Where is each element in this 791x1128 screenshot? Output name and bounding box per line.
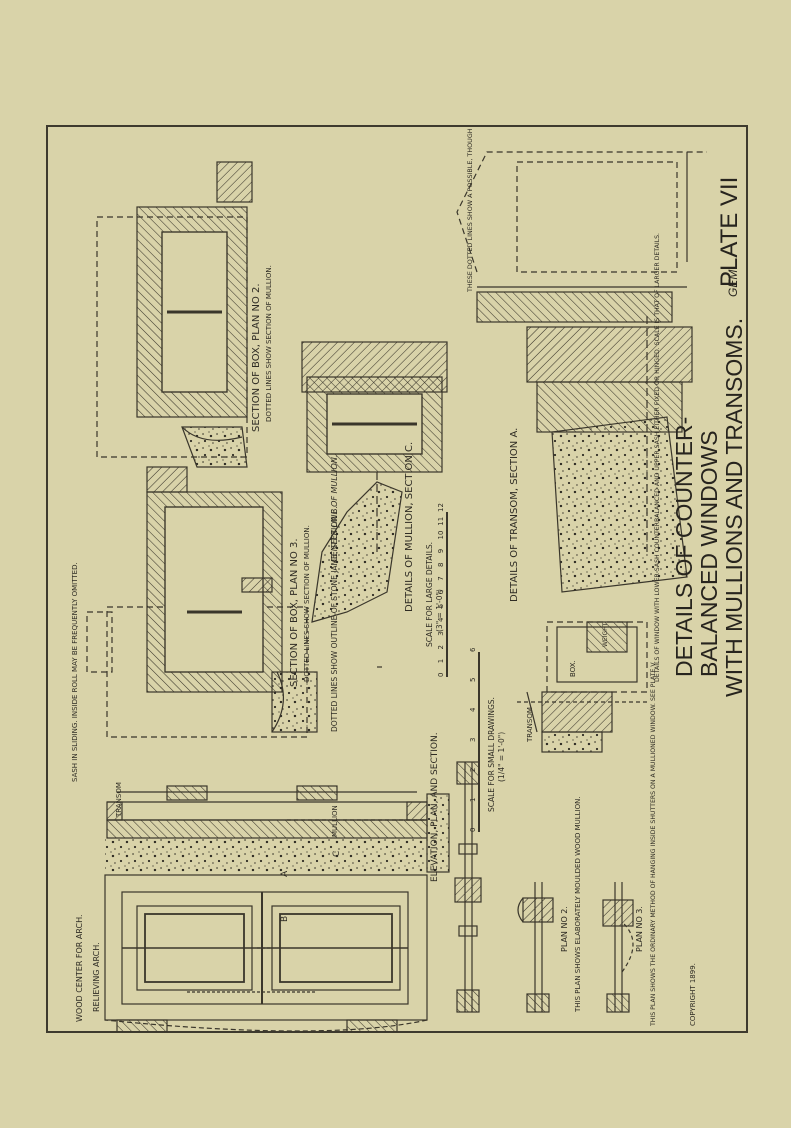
counterbalanced-window-detail bbox=[517, 621, 648, 753]
box-label: BOX. bbox=[569, 660, 577, 677]
plate-initials: GEM bbox=[726, 270, 740, 297]
plate-label: PLATE VII bbox=[716, 177, 743, 287]
mullion-elevation-label: MULLION bbox=[331, 805, 339, 837]
scale-tick-label: 9 bbox=[437, 549, 445, 553]
box-section-plan-2 bbox=[96, 161, 253, 468]
sash-note: SASH IN SLIDING. INSIDE ROLL MAY BE FREQ… bbox=[71, 562, 79, 782]
plan3-title: PLAN NO 3. bbox=[635, 906, 644, 952]
transom-elevation-label: TRANSOM bbox=[115, 782, 123, 818]
mullion-section-c bbox=[301, 341, 448, 623]
box-section-plan-3 bbox=[86, 466, 318, 738]
copyright: COPYRIGHT 1899. bbox=[689, 963, 697, 1026]
vertical-section bbox=[105, 785, 450, 873]
center-line-label: CENTER LINE OF MULLION. bbox=[330, 455, 339, 562]
wood-center-label: WOOD CENTER FOR ARCH. bbox=[75, 914, 84, 1022]
scale-tick-label: 5 bbox=[469, 678, 477, 682]
plate-drawing: RELIEVING ARCH. WOOD CENTER FOR ARCH. TR… bbox=[71, 126, 747, 1032]
title-line-3: WITH MULLIONS AND TRANSOMS. bbox=[721, 318, 747, 697]
scale-small-label: SCALE FOR SMALL DRAWINGS. bbox=[487, 697, 496, 812]
scale-tick-label: 6 bbox=[437, 590, 445, 595]
relieving-arch-label: RELIEVING ARCH. bbox=[92, 942, 101, 1012]
scale-tick-label: 12 bbox=[437, 503, 445, 512]
scale-tick-label: 4 bbox=[469, 707, 477, 712]
scale-tick-label: 1 bbox=[469, 798, 477, 802]
box-section-3-sub: DOTTED LINES SHOW SECTION OF MULLION. bbox=[303, 525, 311, 682]
transom-section-a bbox=[456, 151, 707, 593]
window-detail-note: DETAILS OF WINDOW WITH LOWER SASH COUNTE… bbox=[654, 233, 661, 682]
scale-tick-label: 3 bbox=[469, 738, 477, 742]
scale-tick-label: 7 bbox=[437, 576, 445, 580]
mark-a: A bbox=[280, 870, 290, 877]
scale-small-ratio: (1/4" = 1'-0") bbox=[497, 732, 506, 782]
plan2-note: THIS PLAN SHOWS ELABORATELY MOULDED WOOD… bbox=[574, 796, 582, 1013]
mark-b: B bbox=[280, 916, 290, 922]
scale-tick-label: 0 bbox=[469, 828, 477, 832]
scale-tick-label: 11 bbox=[437, 517, 445, 526]
mark-c: C bbox=[332, 851, 342, 857]
rotated-drawing: RELIEVING ARCH. WOOD CENTER FOR ARCH. TR… bbox=[47, 126, 747, 1032]
scale-small-ticks: 0 1 2 3 4 5 6 bbox=[469, 647, 477, 832]
scale-tick-label: 5 bbox=[437, 604, 445, 608]
dotted-jamb-note: DOTTED LINES SHOW OUTLINE OF STONE JAMB,… bbox=[330, 506, 339, 732]
scale-tick-label: 4 bbox=[437, 617, 445, 622]
scale-tick-label: 2 bbox=[469, 768, 477, 772]
plate-border bbox=[46, 125, 748, 1033]
scale-large-label: SCALE FOR LARGE DETAILS. bbox=[425, 542, 434, 647]
scale-tick-label: 10 bbox=[437, 531, 445, 540]
title-line-2: BALANCED WINDOWS bbox=[696, 430, 722, 677]
scale-tick-label: 1 bbox=[437, 659, 445, 663]
dotted-lines-note: THESE DOTTED LINES SHOW A POSSIBLE, THOU… bbox=[466, 126, 474, 293]
scale-tick-label: 6 bbox=[469, 647, 477, 652]
box-section-3-title: SECTION OF BOX, PLAN NO 3. bbox=[289, 538, 300, 687]
scale-tick-label: 3 bbox=[437, 631, 445, 635]
scale-tick-label: 2 bbox=[437, 645, 445, 649]
mullion-details-title: DETAILS OF MULLION, SECTION C. bbox=[404, 442, 415, 612]
scale-tick-label: 0 bbox=[437, 673, 445, 677]
transom-small-label: TRANSOM bbox=[526, 707, 534, 743]
title-line-1: DETAILS OF COUNTER- bbox=[671, 417, 697, 677]
box-section-2-title: SECTION OF BOX, PLAN NO 2. bbox=[251, 283, 262, 432]
window-elevation bbox=[104, 874, 428, 1032]
scale-large-ratio: (3" = 1'-0") bbox=[435, 589, 444, 632]
plan3-note: THIS PLAN SHOWS THE ORDINARY METHOD OF H… bbox=[650, 661, 657, 1027]
box-section-2-sub: DOTTED LINES SHOW SECTION OF MULLION. bbox=[265, 265, 273, 422]
weight-label: WEIGHT bbox=[602, 622, 609, 647]
plan-drawings bbox=[454, 761, 634, 1013]
scale-bars bbox=[377, 512, 480, 832]
transom-details-title: DETAILS OF TRANSOM, SECTION A. bbox=[509, 428, 520, 602]
elevation-caption: ELEVATION, PLAN, AND SECTION. bbox=[430, 732, 440, 882]
scale-tick-label: 8 bbox=[437, 563, 445, 567]
plan2-title: PLAN NO 2. bbox=[560, 906, 569, 952]
